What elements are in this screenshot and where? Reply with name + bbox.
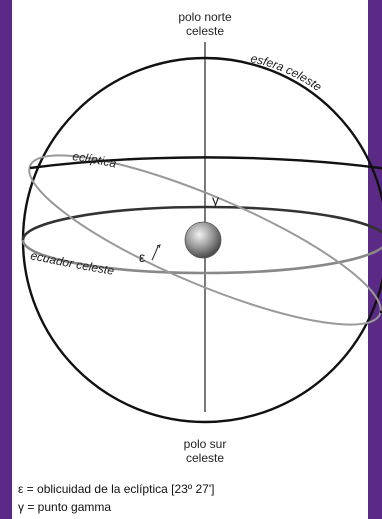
- north-pole-label-line2: celeste: [186, 24, 224, 38]
- obliquity-arc-icon: [152, 246, 158, 260]
- legend-epsilon: ε = oblicuidad de la eclíptica [23º 27']: [18, 482, 214, 496]
- celestial-equator-label: ecuador celeste: [29, 248, 115, 278]
- south-pole-label-line2: celeste: [186, 451, 224, 465]
- south-pole-label-line1: polo sur: [184, 437, 227, 451]
- legend-gamma: γ = punto gamma: [18, 500, 111, 514]
- ecliptic-label: eclíptica: [72, 149, 118, 171]
- celestial-sphere-label: esfera celeste: [249, 51, 324, 94]
- gamma-point-label: γ: [212, 192, 219, 208]
- epsilon-angle-label: ε: [139, 249, 145, 265]
- north-pole-label-line1: polo norte: [178, 10, 232, 24]
- earth-globe: [185, 222, 221, 258]
